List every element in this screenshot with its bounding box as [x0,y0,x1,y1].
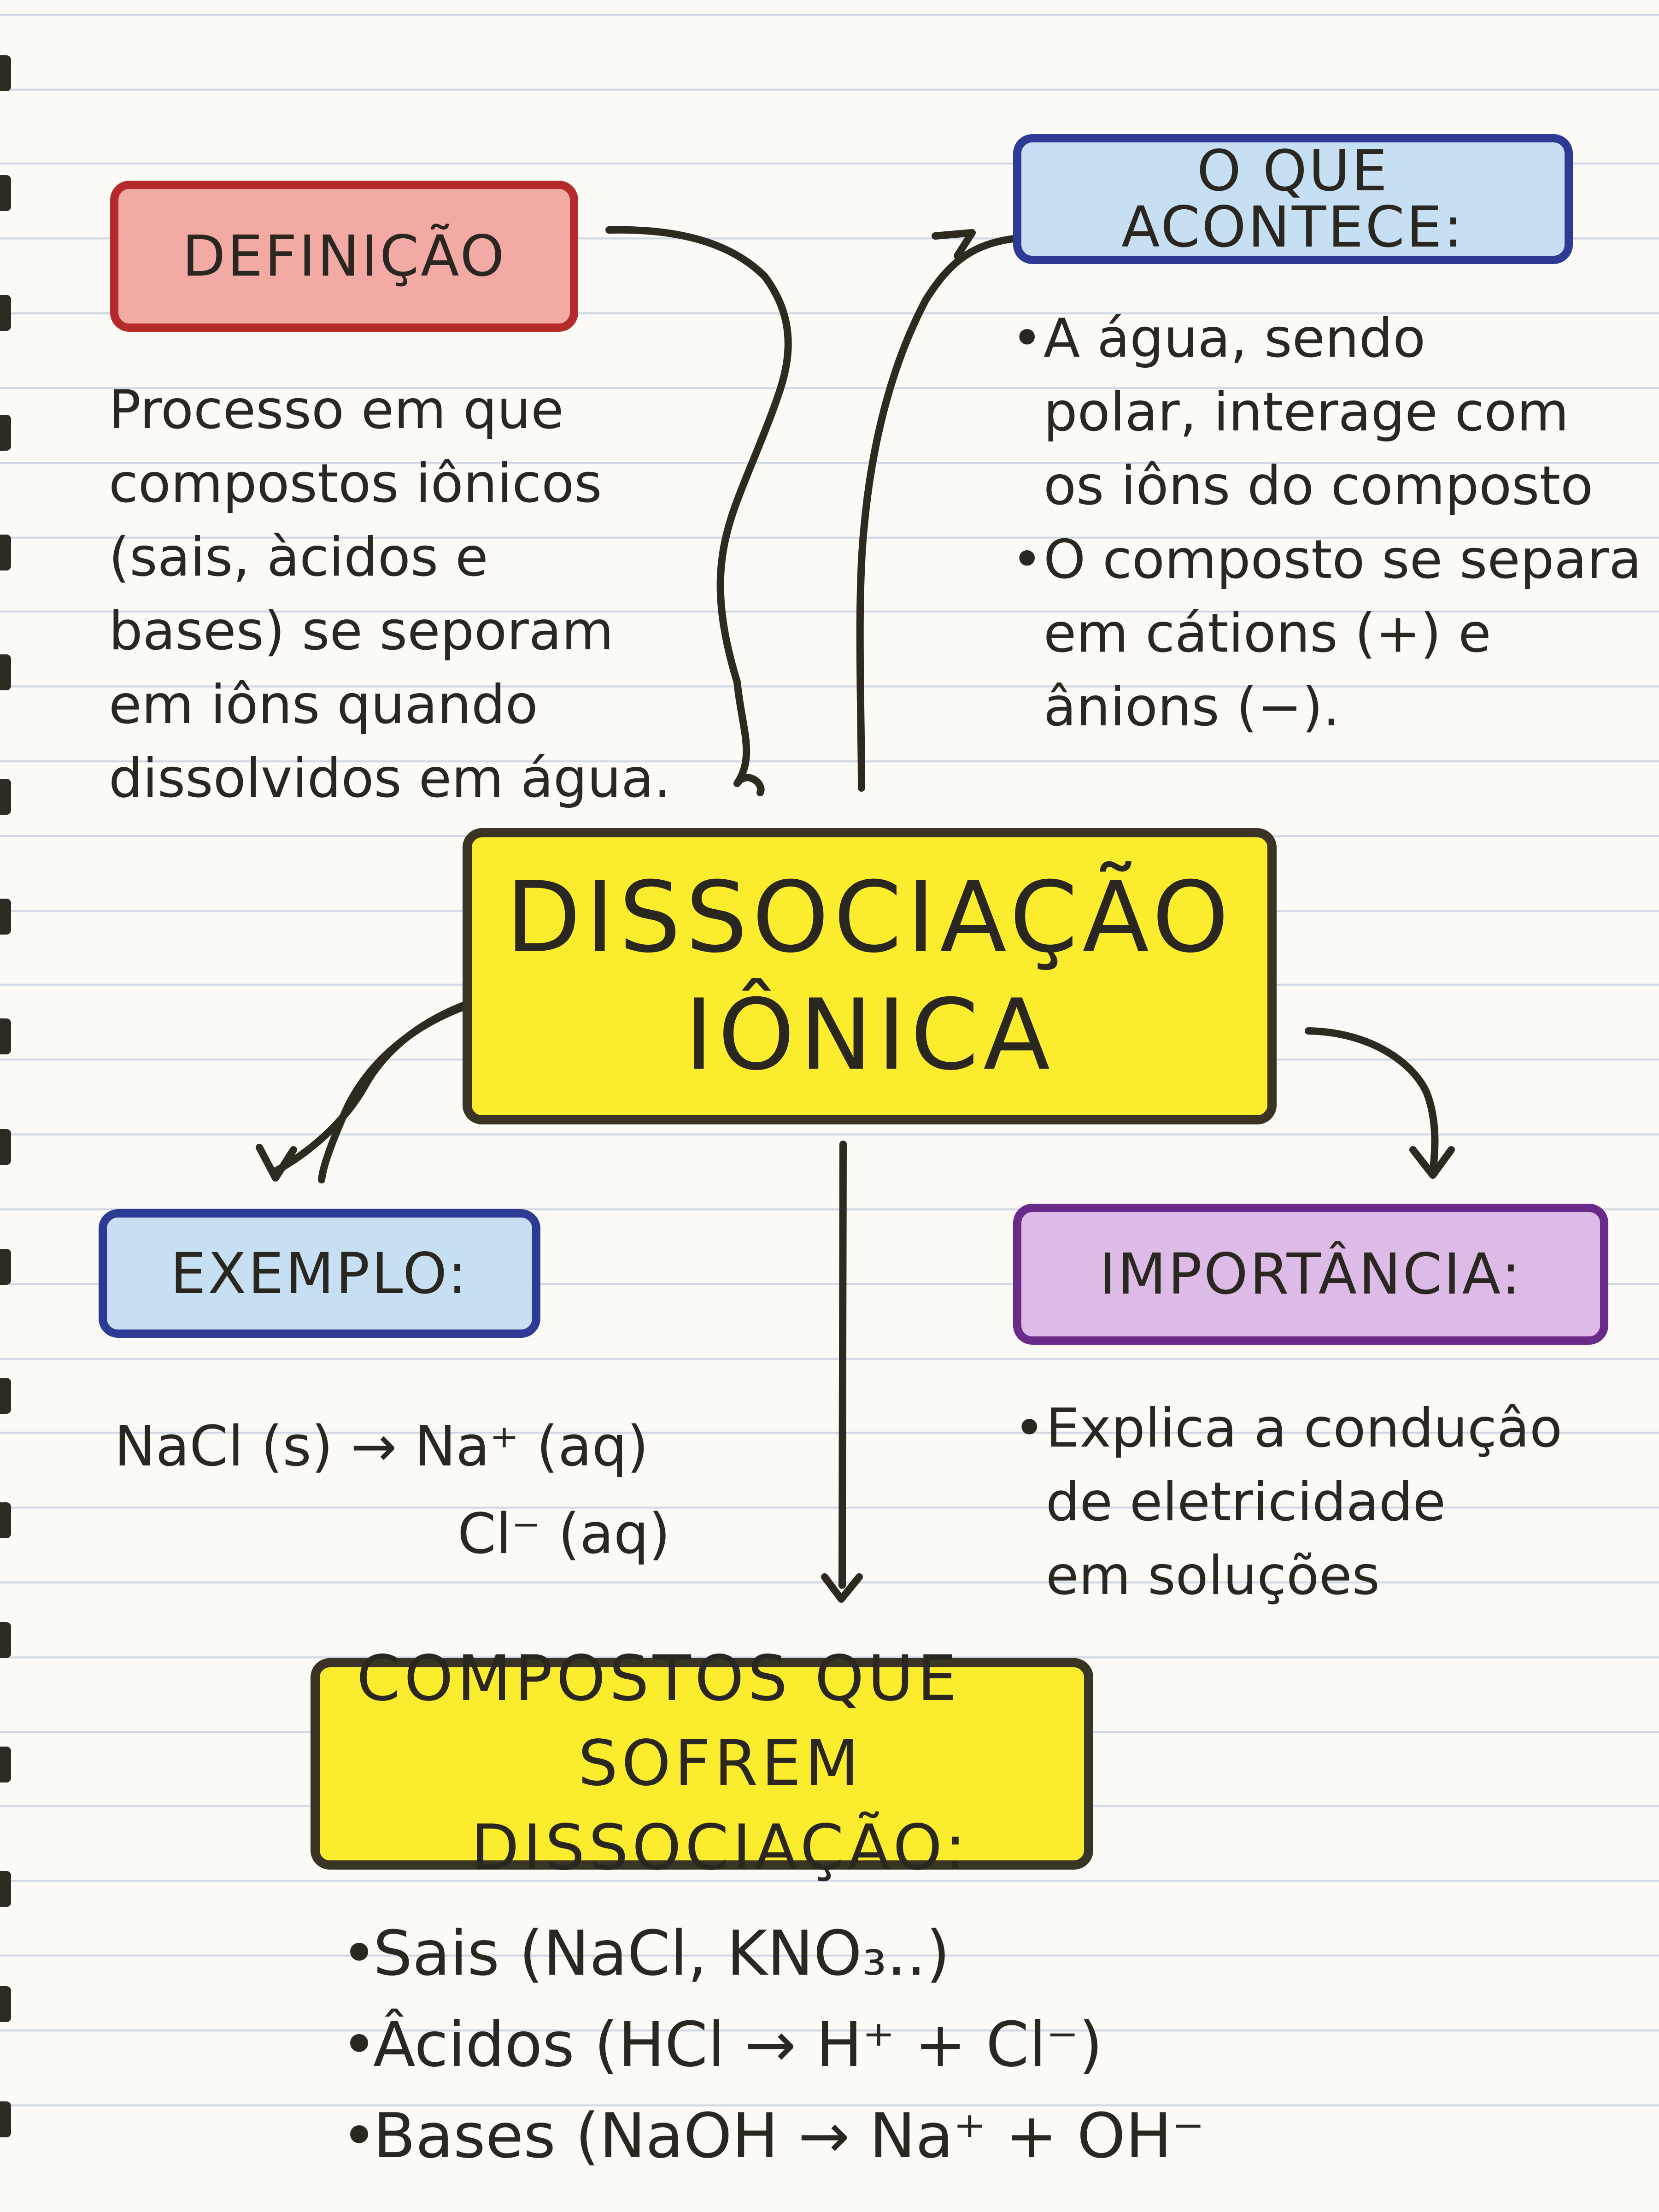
definicao-line: compostos iônicos [109,453,602,515]
compostos-list: •Sais (NaCl, KNO₃..) •Âcidos (HCl → H⁺ +… [341,1908,1205,2182]
straight-arrow-down-icon [838,1141,847,1589]
bullet-icon: • [341,2009,378,2081]
binding-tab [0,1249,11,1285]
bullet-icon: • [341,1918,378,1989]
acontece-text-line: A água, sendo [1043,307,1426,370]
definicao-line: dissolvidos em água. [109,747,671,810]
binding-tab [0,899,11,935]
binding-tab [0,654,11,690]
importancia-text-line: Explica a conduçâo [1046,1397,1562,1459]
compostos-item-text: Sais (NaCl, KNO₃..) [373,1918,950,1989]
compostos-title-line2: SOFREM DISSOCIAÇÃO: [471,1727,970,1885]
acontece-text-line: O composto se separa [1043,529,1642,591]
importancia-text: •Explica a conduçâo de eletricidade em s… [1014,1392,1562,1613]
importancia-text-line: de eletricidade [1046,1471,1446,1533]
binding-tab [0,1129,11,1165]
acontece-bullet-2-line: ânions (−). [1011,671,1641,744]
importancia-line: •Explica a conduçâo [1014,1392,1562,1465]
binding-tab [0,175,11,211]
acontece-text-line: ânions (−). [1043,676,1340,738]
binding-tab [0,1986,11,2022]
definicao-box: DEFINIÇÃO [110,181,578,332]
bullet-icon: • [341,2100,378,2172]
acontece-box: O QUE ACONTECE: [1013,134,1573,264]
equation-line-1: NaCl (s) → Na⁺ (aq) [114,1415,649,1479]
bullet-icon: • [1011,529,1043,591]
binding-tab [0,535,11,571]
compostos-item-text: Âcidos (HCl → H⁺ + Cl⁻) [373,2009,1103,2081]
acontece-bullet-1-line: polar, interage com [1011,376,1641,449]
definicao-line: (sais, àcidos e [109,526,488,588]
binding-tab [0,1018,11,1054]
definicao-title: DEFINIÇÃO [182,224,506,289]
acontece-text-line: em cátions (+) e [1043,602,1491,665]
central-title-line1: DISSOCIAÇÃO [505,860,1234,975]
arrowhead-icon [821,1573,863,1603]
binding-tab [0,2101,11,2137]
bullet-icon: • [1011,307,1043,370]
arrowhead-icon [932,229,976,259]
binding-tab [0,415,11,451]
curved-arrow-line-icon [605,226,792,796]
central-topic-box: DISSOCIAÇÃO IÔNICA [463,828,1277,1124]
compostos-box: COMPOSTOS QUE SOFREM DISSOCIAÇÃO: [311,1642,1093,1884]
compostos-title-line1: COMPOSTOS QUE [357,1642,961,1716]
acontece-bullet-2-line: •O composto se separa [1011,523,1641,597]
binding-tab [0,1378,11,1414]
importancia-title: IMPORTÂNCIA: [1099,1241,1523,1307]
binding-tab [0,779,11,815]
binding-tab [0,1502,11,1538]
importancia-text-line: em soluções [1046,1545,1380,1607]
central-title-line2: IÔNICA [684,977,1055,1092]
acontece-bullet-1-line: os iôns do composto [1011,449,1641,523]
binding-tab [0,1622,11,1658]
binding-tab [0,55,11,91]
equation-line-2: Cl⁻ (aq) [457,1502,670,1566]
curved-arrow-up-right-icon [856,235,1017,792]
definicao-line: Processo em que [109,379,564,441]
compostos-item: •Sais (NaCl, KNO₃..) [341,1908,1205,1999]
acontece-text: •A água, sendo polar, interage com os iô… [1011,302,1641,744]
exemplo-box: EXEMPLO: [99,1209,540,1338]
definicao-text: Processo em que compostos iônicos (sais,… [109,373,671,816]
exemplo-equation: NaCl (s) → Na⁺ (aq) Cl⁻ (aq) [114,1403,670,1578]
binding-tab [0,295,11,331]
compostos-item-text: Bases (NaOH → Na⁺ + OH⁻ [373,2100,1205,2172]
definicao-line: bases) se seporam [109,600,614,662]
arrowhead-icon [256,1144,297,1182]
arrowhead-icon [1409,1146,1455,1179]
exemplo-title: EXEMPLO: [170,1241,469,1306]
importancia-box: IMPORTÂNCIA: [1013,1204,1608,1345]
acontece-bullet-1-line: •A água, sendo [1011,302,1641,376]
compostos-item: •Bases (NaOH → Na⁺ + OH⁻ [341,2090,1205,2182]
importancia-line: em soluções [1014,1539,1562,1613]
acontece-bullet-2-line: em cátions (+) e [1011,597,1641,671]
acontece-title: O QUE ACONTECE: [1121,138,1465,260]
binding-tab [0,1747,11,1783]
binding-tab [0,1871,11,1907]
compostos-item: •Âcidos (HCl → H⁺ + Cl⁻) [341,1999,1205,2090]
importancia-line: de eletricidade [1014,1465,1562,1539]
acontece-text-line: os iôns do composto [1043,455,1594,517]
acontece-text-line: polar, interage com [1043,381,1569,443]
curved-arrow-down-right-icon [1305,1027,1439,1177]
definicao-line: em iôns quando [109,674,538,736]
bullet-icon: • [1014,1397,1045,1459]
